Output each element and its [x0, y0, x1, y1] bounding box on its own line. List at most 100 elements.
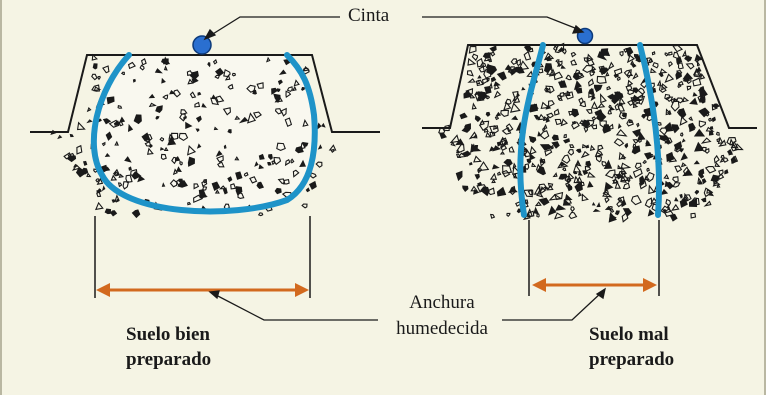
soil-pebble: [275, 189, 281, 194]
soil-pebble: [88, 120, 92, 122]
soil-pebble: [561, 163, 565, 166]
soil-pebble: [592, 102, 598, 108]
soil-pebble: [319, 146, 322, 149]
soil-pebble: [224, 146, 226, 149]
soil-pebble: [115, 196, 119, 202]
soil-pebble: [660, 69, 666, 73]
soil-pebble: [594, 209, 599, 211]
soil-pebble: [653, 63, 658, 68]
soil-pebble: [134, 80, 136, 82]
soil-pebble: [595, 110, 603, 115]
soil-pebble: [714, 156, 719, 163]
soil-pebble: [474, 135, 477, 138]
soil-pebble: [628, 90, 634, 95]
soil-pebble: [635, 163, 641, 168]
soil-pebble: [614, 75, 618, 78]
soil-pebble: [615, 104, 619, 110]
soil-pebble: [559, 48, 564, 51]
soil-pebble: [622, 113, 626, 117]
soil-pebble: [693, 93, 696, 96]
soil-pebble: [98, 77, 100, 80]
soil-pebble: [630, 176, 633, 179]
soil-pebble: [509, 147, 514, 152]
soil-pebble: [683, 52, 686, 57]
soil-pebble: [569, 212, 576, 218]
soil-pebble: [609, 105, 611, 108]
soil-pebble: [712, 117, 715, 121]
soil-pebble: [478, 76, 481, 78]
soil-pebble: [695, 161, 699, 164]
soil-pebble: [566, 75, 571, 80]
soil-pebble: [605, 198, 609, 203]
soil-pebble: [440, 133, 446, 138]
soil-pebble: [522, 88, 524, 90]
soil-pebble: [595, 85, 602, 91]
soil-pebble: [646, 141, 648, 143]
soil-pebble: [64, 153, 71, 159]
soil-pebble: [633, 140, 638, 144]
soil-pebble: [492, 77, 496, 81]
soil-pebble: [156, 117, 159, 120]
soil-pebble: [597, 77, 606, 84]
bad-soil-arrowhead-right: [643, 278, 657, 292]
soil-pebble: [571, 60, 576, 65]
soil-pebble: [662, 84, 667, 90]
soil-pebble: [651, 69, 656, 73]
soil-pebble: [713, 104, 719, 108]
soil-pebble: [673, 46, 682, 52]
soil-pebble: [566, 183, 569, 187]
soil-pebble: [88, 108, 91, 111]
soil-pebble: [725, 170, 728, 174]
soil-pebble: [268, 163, 271, 166]
soil-pebble: [640, 176, 645, 182]
soil-pebble: [481, 187, 489, 195]
soil-pebble: [703, 179, 706, 183]
soil-pebble: [673, 177, 678, 182]
soil-pebble: [479, 67, 484, 72]
soil-pebble: [698, 62, 700, 65]
soil-pebble: [507, 213, 510, 216]
soil-pebble: [673, 52, 679, 58]
soil-pebble: [638, 139, 641, 142]
soil-pebble: [620, 52, 623, 56]
soil-pebble: [470, 163, 472, 165]
soil-pebble: [574, 172, 577, 174]
soil-pebble: [129, 167, 131, 170]
soil-pebble: [491, 174, 496, 179]
soil-pebble: [699, 169, 704, 174]
soil-pebble: [570, 145, 574, 148]
soil-pebble: [622, 155, 625, 159]
soil-pebble: [469, 46, 476, 53]
soil-pebble: [682, 163, 686, 166]
soil-pebble: [647, 168, 649, 171]
soil-pebble: [532, 164, 535, 167]
soil-pebble: [606, 73, 609, 76]
soil-pebble: [524, 52, 530, 60]
soil-pebble: [679, 63, 684, 69]
soil-pebble: [93, 64, 97, 69]
soil-pebble: [583, 145, 587, 148]
soil-pebble: [669, 52, 672, 55]
soil-pebble: [259, 213, 263, 216]
soil-pebble: [719, 170, 723, 175]
soil-pebble: [633, 130, 640, 137]
soil-pebble: [616, 211, 620, 215]
soil-pebble: [564, 139, 570, 143]
soil-pebble: [463, 126, 470, 132]
soil-pebble: [111, 211, 117, 216]
soil-pebble: [530, 137, 536, 143]
tape-leader-right: [422, 17, 580, 30]
bad-soil-arrowhead-left: [532, 278, 546, 292]
soil-pebble: [642, 114, 646, 118]
good-soil-section: [30, 36, 380, 298]
soil-pebble: [549, 207, 556, 215]
soil-pebble: [633, 73, 637, 78]
soil-pebble: [585, 166, 590, 171]
tape-label: Cinta: [348, 5, 389, 27]
soil-pebble: [652, 52, 654, 55]
soil-pebble: [527, 159, 531, 163]
soil-pebble: [302, 204, 307, 208]
soil-pebble: [680, 117, 687, 125]
soil-pebble: [498, 72, 506, 80]
soil-pebble: [96, 203, 103, 210]
